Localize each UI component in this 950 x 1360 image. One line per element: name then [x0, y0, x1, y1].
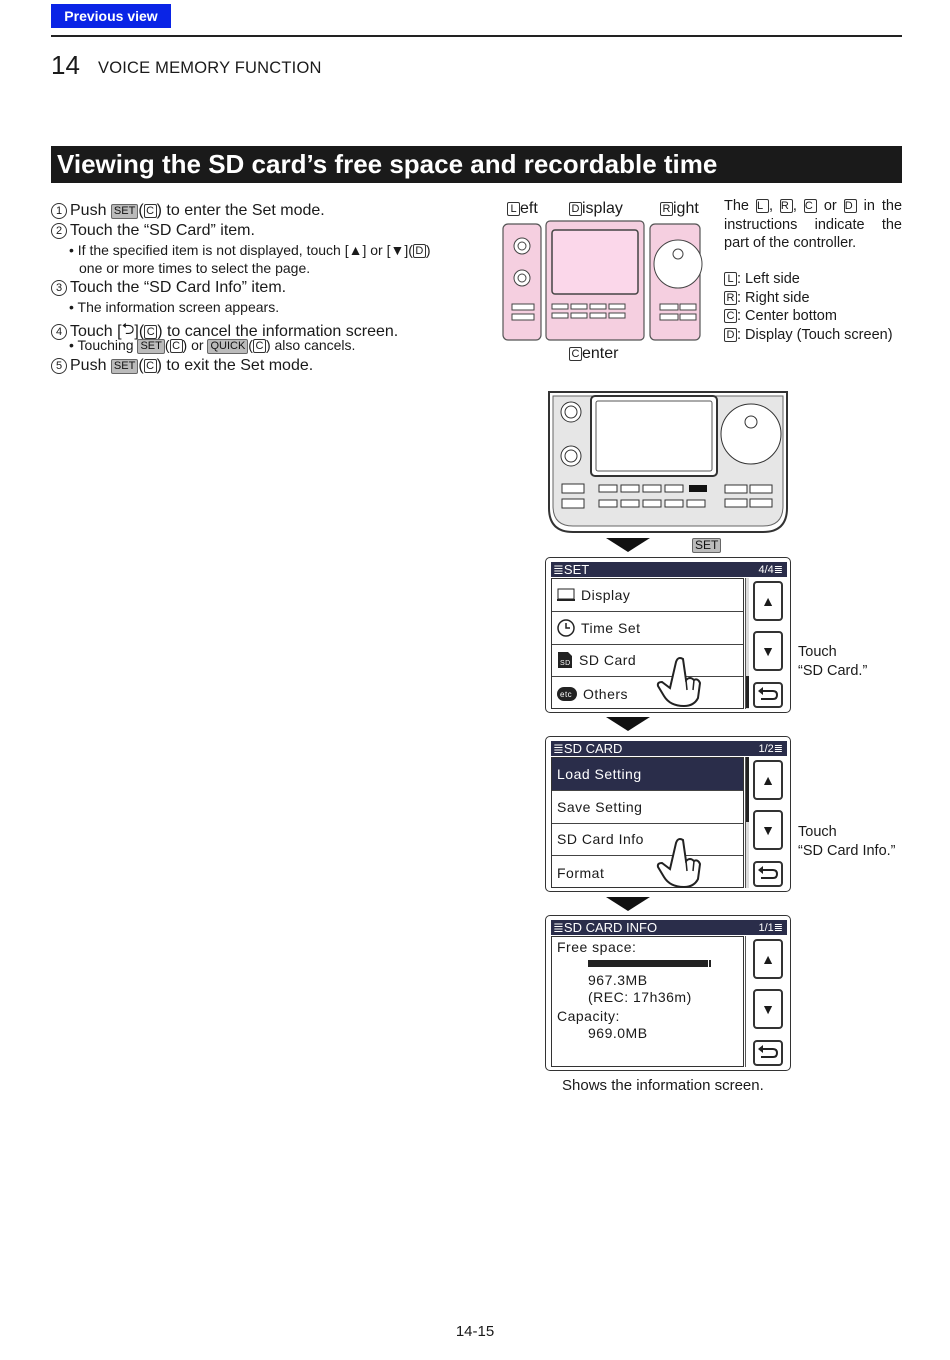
- set-key: SET: [110, 358, 139, 374]
- figure-caption: Shows the information screen.: [562, 1077, 764, 1094]
- menu-item-sd-card-info[interactable]: SD Card Info: [552, 824, 743, 857]
- capacity-label: Capacity:: [557, 1008, 620, 1024]
- page-up-button[interactable]: ▲: [753, 939, 783, 979]
- chapter-number: 14: [51, 50, 80, 80]
- info-panel: Free space: 967.3MB (REC: 17h36m) Capaci…: [551, 936, 744, 1067]
- step-2-bullet-cont: one or more times to select the page.: [79, 260, 311, 276]
- legend-item: C: Center bottom: [724, 307, 893, 326]
- back-button[interactable]: [753, 861, 783, 887]
- controller-parts-illustration: [502, 220, 703, 341]
- screen-header: ≣SD CARD 1/2≣: [551, 741, 787, 756]
- top-rule: [51, 35, 902, 37]
- free-space-bar: [588, 960, 711, 967]
- legend-item: D: Display (Touch screen): [724, 326, 893, 345]
- page-down-button[interactable]: ▼: [753, 989, 783, 1029]
- step-4: 4 Touch [⮌](C) to cancel the information…: [51, 318, 398, 345]
- menu-item-sd-card[interactable]: SD SD Card: [552, 645, 743, 678]
- triangle-down-icon: ▼: [761, 643, 775, 659]
- return-icon: [758, 687, 779, 700]
- list-icon: ≣: [553, 561, 564, 577]
- menu-item-load-setting[interactable]: Load Setting: [552, 758, 743, 791]
- menu-item-time-set[interactable]: Time Set: [552, 612, 743, 645]
- chapter-title: VOICE MEMORY FUNCTION: [98, 59, 322, 77]
- step-2: 2 Touch the “SD Card” item.: [51, 222, 255, 240]
- capacity-value: 969.0MB: [588, 1025, 648, 1041]
- return-icon: [758, 1045, 779, 1058]
- scrollbar[interactable]: [745, 936, 749, 1067]
- previous-view-button[interactable]: Previous view: [51, 4, 171, 28]
- triangle-up-icon: ▲: [761, 951, 775, 967]
- set-menu-screen: ≣SET 4/4≣ Display Time Set SD SD Card et…: [545, 557, 791, 713]
- scrollbar[interactable]: [745, 757, 749, 888]
- triangle-up-icon: ▲: [761, 593, 775, 609]
- step-4-bullet: • Touching SET(C) or QUICK(C) also cance…: [69, 337, 356, 354]
- list-icon: ≣: [773, 743, 783, 755]
- sd-card-menu-screen: ≣SD CARD 1/2≣ Load Setting Save Setting …: [545, 736, 791, 892]
- down-arrow-icon: [606, 538, 650, 552]
- legend-item: R: Right side: [724, 289, 893, 308]
- menu-item-others[interactable]: etc Others: [552, 677, 743, 710]
- list-icon: ≣: [773, 922, 783, 934]
- page-down-button[interactable]: ▼: [753, 810, 783, 850]
- set-key: SET: [110, 203, 139, 219]
- section-title: Viewing the SD card’s free space and rec…: [51, 146, 902, 183]
- back-button[interactable]: [753, 1040, 783, 1066]
- menu-list: Display Time Set SD SD Card etc Others: [551, 578, 744, 709]
- page-number: 14-15: [455, 1323, 495, 1340]
- radio-front-panel-illustration: [548, 391, 788, 533]
- menu-item-display[interactable]: Display: [552, 579, 743, 612]
- list-icon: ≣: [553, 740, 564, 756]
- triangle-down-icon: ▼: [761, 1001, 775, 1017]
- touch-sd-card-note: Touch“SD Card.”: [798, 644, 868, 679]
- triangle-up-icon: ▲: [761, 772, 775, 788]
- page-up-button[interactable]: ▲: [753, 581, 783, 621]
- scrollbar[interactable]: [745, 578, 749, 709]
- step-3-bullet: • The information screen appears.: [69, 299, 280, 315]
- etc-icon: etc: [557, 686, 577, 701]
- controller-legend: L: Left side R: Right side C: Center bot…: [724, 270, 893, 344]
- sd-card-icon: SD: [557, 651, 573, 669]
- recordable-time: (REC: 17h36m): [588, 989, 692, 1005]
- monitor-icon: [557, 588, 575, 602]
- step-1: 1 Push SET (C) to enter the Set mode.: [51, 202, 325, 220]
- free-space-value: 967.3MB: [588, 972, 648, 988]
- svg-text:SD: SD: [560, 660, 571, 667]
- set-key: SET: [692, 538, 722, 553]
- touch-sd-card-info-note: Touch“SD Card Info.”: [798, 824, 896, 859]
- return-icon: [758, 866, 779, 879]
- down-arrow-icon: [606, 717, 650, 731]
- back-icon: ⮌: [121, 321, 135, 338]
- screen-header: ≣SD CARD INFO 1/1≣: [551, 920, 787, 935]
- legend-item: L: Left side: [724, 270, 893, 289]
- controller-explanation: The L, R, C or D in the instructions ind…: [724, 198, 903, 251]
- menu-item-format[interactable]: Format: [557, 864, 605, 881]
- free-space-label: Free space:: [557, 939, 637, 955]
- step-2-bullet: • If the specified item is not displayed…: [69, 242, 431, 258]
- page-down-button[interactable]: ▼: [753, 631, 783, 671]
- list-icon: ≣: [553, 919, 564, 935]
- menu-item-save-setting[interactable]: Save Setting: [552, 791, 743, 824]
- list-icon: ≣: [773, 564, 783, 576]
- sd-card-info-screen: ≣SD CARD INFO 1/1≣ Free space: 967.3MB (…: [545, 915, 791, 1071]
- triangle-down-icon: ▼: [761, 822, 775, 838]
- set-button-highlight: [689, 485, 707, 492]
- clock-icon: [557, 618, 575, 637]
- menu-list: Load Setting Save Setting SD Card Info F…: [551, 757, 744, 888]
- svg-text:etc: etc: [560, 690, 572, 699]
- step-5: 5 Push SET (C) to exit the Set mode.: [51, 357, 313, 375]
- step-3: 3 Touch the “SD Card Info” item.: [51, 279, 286, 297]
- page-up-button[interactable]: ▲: [753, 760, 783, 800]
- down-arrow-icon: [606, 897, 650, 911]
- touch-hand-icon: [656, 657, 702, 708]
- back-button[interactable]: [753, 682, 783, 708]
- screen-header: ≣SET 4/4≣: [551, 562, 787, 577]
- touch-hand-icon: [656, 838, 702, 889]
